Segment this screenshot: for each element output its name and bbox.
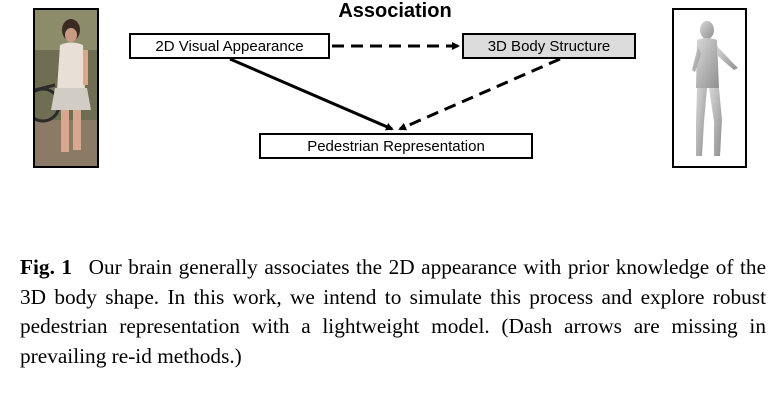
arrows: [229, 42, 561, 131]
pedestrian-photo-drawing: [35, 10, 97, 166]
3d-body-mesh: [672, 8, 747, 168]
pedestrian-photo: [33, 8, 99, 168]
box-3d-body-structure: 3D Body Structure: [462, 33, 636, 59]
box-2d-visual-appearance: 2D Visual Appearance: [129, 33, 330, 59]
association-label: Association: [338, 0, 452, 22]
box-2d-label: 2D Visual Appearance: [155, 37, 304, 55]
figure-caption: Fig. 1 Our brain generally associates th…: [20, 253, 766, 371]
box-pedestrian-label: Pedestrian Representation: [307, 137, 485, 155]
caption-label: Fig. 1: [20, 255, 73, 279]
box-3d-label: 3D Body Structure: [487, 37, 611, 55]
solid-arrow-2d-to-pedestrian: [229, 57, 394, 131]
caption-text: Our brain generally associates the 2D ap…: [20, 255, 767, 368]
3d-body-mesh-drawing: [692, 21, 738, 156]
box-pedestrian-representation: Pedestrian Representation: [259, 133, 533, 159]
dashed-arrow-3d-to-pedestrian: [398, 57, 561, 131]
figure: Association 2D Visual Appearance 3D Body…: [0, 0, 779, 200]
